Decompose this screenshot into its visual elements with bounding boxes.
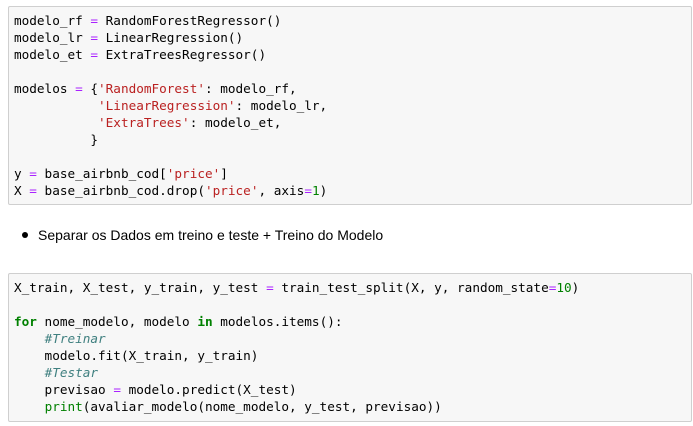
code-line: #Testar — [14, 364, 691, 381]
code-text: (avaliar_modelo(nome_modelo, y_test, pre… — [82, 399, 442, 414]
code-operator: = — [75, 81, 83, 96]
code-line: previsao = modelo.predict(X_test) — [14, 381, 691, 398]
code-keyword: for — [14, 314, 37, 329]
code-line: } — [14, 131, 691, 148]
code-string: 'LinearRegression' — [98, 98, 236, 113]
code-text: { — [82, 81, 99, 96]
code-text — [14, 399, 45, 414]
bullet-icon — [22, 232, 28, 239]
code-text: ExtraTreesRegressor() — [98, 47, 267, 62]
code-number: 10 — [556, 280, 572, 295]
code-text — [14, 115, 98, 130]
code-text: } — [14, 132, 99, 147]
code-editor[interactable]: X_train, X_test, y_train, y_test = train… — [9, 274, 691, 415]
code-operator: = — [304, 183, 312, 198]
code-text — [14, 365, 45, 380]
code-operator: = — [29, 166, 37, 181]
code-text: modelo_lr — [14, 30, 91, 45]
code-text: X_train, X_test, y_train, y_test — [14, 280, 267, 295]
code-text: ) — [571, 280, 580, 295]
code-operator: = — [90, 30, 99, 45]
code-text: modelo.fit(X_train, y_train) — [14, 348, 259, 363]
code-text — [14, 331, 45, 346]
code-text: ] — [220, 166, 228, 181]
code-text: : modelo_lr, — [235, 98, 328, 113]
code-text: modelo_et — [14, 47, 91, 62]
code-line: 'ExtraTrees': modelo_et, — [14, 114, 691, 131]
code-operator: = — [548, 280, 557, 295]
code-text: train_test_split(X, y, random_state — [273, 280, 549, 295]
code-number: 1 — [311, 183, 320, 198]
code-line: y = base_airbnb_cod['price'] — [14, 165, 691, 182]
code-operator: = — [29, 183, 37, 198]
code-keyword: in — [197, 314, 213, 329]
code-line: modelo_lr = LinearRegression() — [14, 29, 691, 46]
code-editor[interactable]: modelo_rf = RandomForestRegressor()model… — [9, 7, 691, 199]
code-text: modelo.predict(X_test) — [120, 382, 297, 397]
code-text: modelos.items(): — [212, 314, 343, 329]
code-line: X = base_airbnb_cod.drop('price', axis=1… — [14, 182, 691, 199]
code-line: print(avaliar_modelo(nome_modelo, y_test… — [14, 398, 691, 415]
code-operator: = — [266, 280, 274, 295]
code-text: modelos — [14, 81, 76, 96]
code-builtin: print — [44, 399, 83, 414]
code-cell-training[interactable]: X_train, X_test, y_train, y_test = train… — [8, 273, 692, 422]
code-text: previsao — [14, 382, 114, 397]
code-text: nome_modelo, modelo — [36, 314, 198, 329]
code-text: : modelo_et, — [189, 115, 282, 130]
code-operator: = — [90, 47, 99, 62]
code-text — [14, 98, 98, 113]
code-cell-models[interactable]: modelo_rf = RandomForestRegressor()model… — [8, 6, 692, 205]
code-operator: = — [90, 13, 99, 28]
code-line: modelo.fit(X_train, y_train) — [14, 347, 691, 364]
code-text: , axis — [258, 183, 305, 198]
code-text: base_airbnb_cod[ — [36, 166, 167, 181]
code-line: X_train, X_test, y_train, y_test = train… — [14, 279, 691, 296]
markdown-bullet-item: Separar os Dados em treino e teste + Tre… — [22, 226, 383, 244]
code-line: 'LinearRegression': modelo_lr, — [14, 97, 691, 114]
code-line — [14, 296, 691, 313]
code-line: #Treinar — [14, 330, 691, 347]
code-operator: = — [113, 382, 121, 397]
code-line: modelos = {'RandomForest': modelo_rf, — [14, 80, 691, 97]
code-text: y — [14, 166, 30, 181]
code-text: X — [14, 183, 30, 198]
code-text: base_airbnb_cod.drop( — [36, 183, 205, 198]
bullet-text: Separar os Dados em treino e teste + Tre… — [38, 227, 384, 243]
code-comment: #Testar — [44, 365, 99, 380]
code-line: modelo_rf = RandomForestRegressor() — [14, 12, 691, 29]
code-line: modelo_et = ExtraTreesRegressor() — [14, 46, 691, 63]
code-string: 'price' — [166, 166, 221, 181]
code-text: ) — [319, 183, 328, 198]
code-text: : modelo_rf, — [204, 81, 297, 96]
code-text: modelo_rf — [14, 13, 91, 28]
code-line — [14, 148, 691, 165]
code-line — [14, 63, 691, 80]
code-line: for nome_modelo, modelo in modelos.items… — [14, 313, 691, 330]
code-comment: #Treinar — [44, 331, 106, 346]
code-text: LinearRegression() — [98, 30, 244, 45]
code-text: RandomForestRegressor() — [98, 13, 282, 28]
code-string: 'ExtraTrees' — [98, 115, 190, 130]
code-string: 'RandomForest' — [98, 81, 205, 96]
code-string: 'price' — [204, 183, 259, 198]
